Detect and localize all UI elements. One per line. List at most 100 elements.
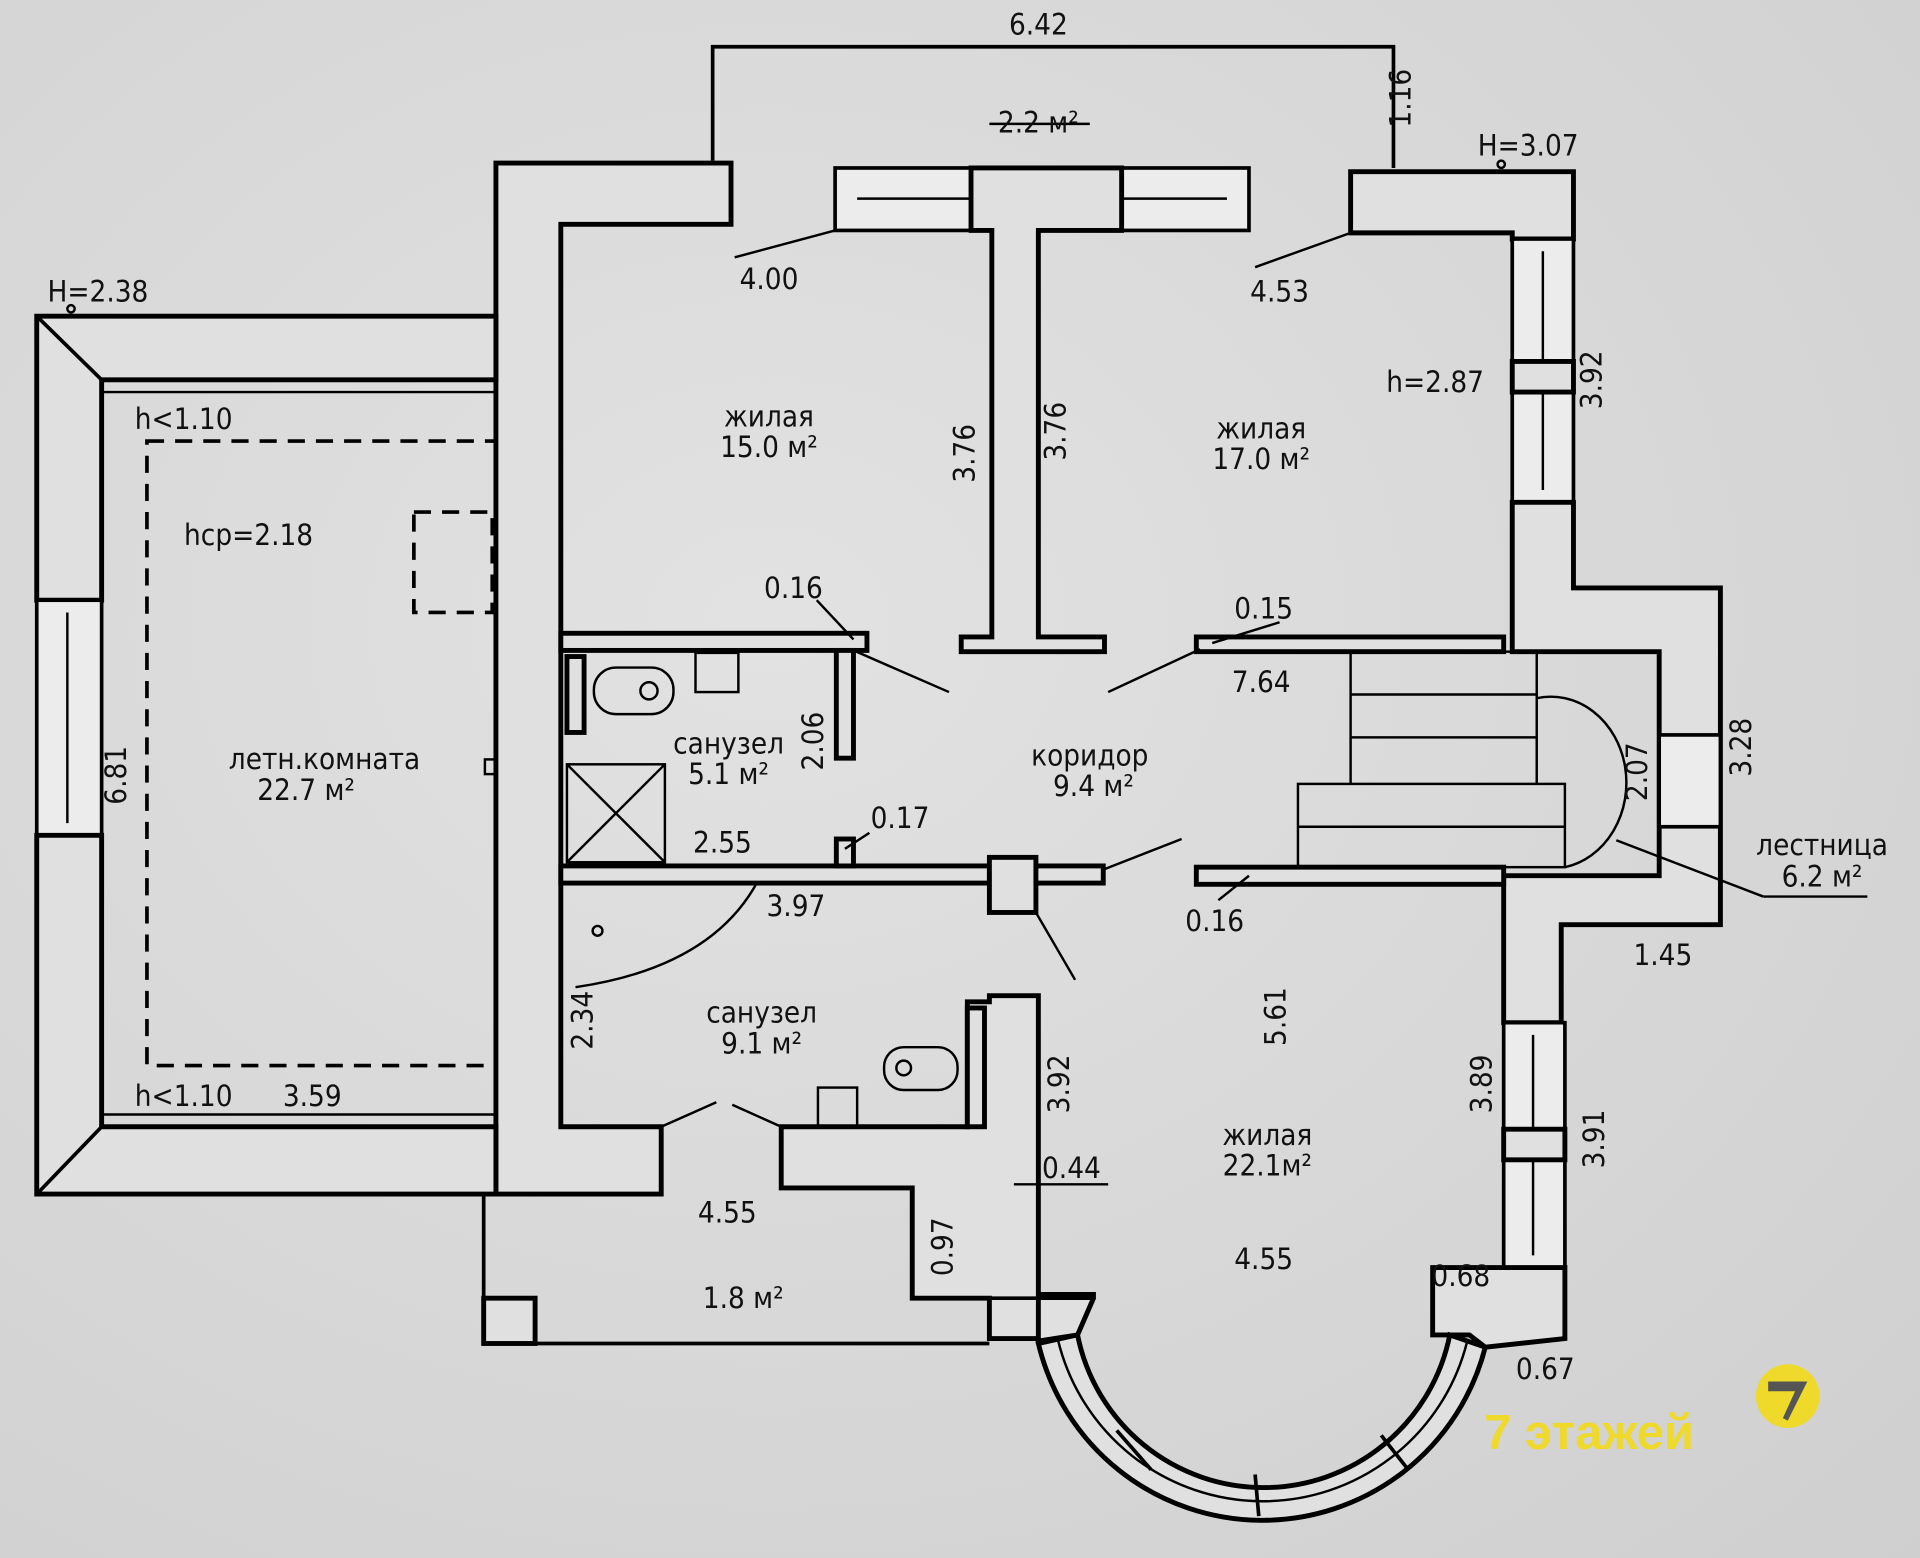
- bath2-partition: [964, 1005, 987, 1130]
- label-door-016b: 0.16: [1185, 904, 1244, 938]
- corridor-wall: [1033, 863, 1106, 886]
- vent: [483, 758, 498, 776]
- label-summer-h-avg: hср=2.18: [184, 518, 313, 552]
- watermark-logo: [1755, 1364, 1820, 1428]
- toilet-bowl: [639, 681, 659, 701]
- window-summer: [34, 598, 104, 838]
- label-bath1-depth: 2.06: [796, 712, 830, 771]
- toilet-icon: [592, 666, 675, 716]
- drain-icon: [591, 924, 604, 937]
- label-summer-h-bottom: h<1.10: [135, 1079, 233, 1113]
- label-room3-outer: 3.91: [1577, 1110, 1611, 1169]
- door-swing: [1102, 837, 1183, 871]
- leader: [1211, 621, 1280, 645]
- label-stair-width: 2.07: [1620, 742, 1654, 801]
- label-bay-067: 0.67: [1516, 1352, 1575, 1386]
- label-bath2-depth: 2.34: [566, 991, 600, 1050]
- wall-017: [833, 836, 856, 869]
- bath1-right-wall: [833, 647, 856, 761]
- label-bath2-name: санузел: [706, 996, 817, 1030]
- hatch-outline: [412, 510, 495, 615]
- label-door-015: 0.15: [1234, 592, 1293, 626]
- summer-room-wall-bottom: [34, 832, 499, 1197]
- label-room3-left: 3.92: [1042, 1054, 1076, 1113]
- sink-icon: [816, 1086, 859, 1128]
- label-bath1-area: 5.1 м²: [688, 757, 769, 791]
- door-swing: [852, 649, 950, 694]
- bay-mullion: [1253, 1474, 1261, 1517]
- bay-mullion: [1379, 1434, 1410, 1471]
- column: [986, 854, 1039, 915]
- bath1-left-wall: [564, 654, 587, 735]
- label-balcony-bottom-area: 1.8 м²: [703, 1281, 784, 1315]
- label-balcony-bottom-width: 4.55: [698, 1195, 757, 1229]
- label-stair-name: лестница: [1756, 828, 1888, 862]
- label-summer-depth: 6.81: [99, 746, 133, 805]
- leader: [1254, 231, 1352, 269]
- label-stair-area: 6.2 м²: [1782, 860, 1863, 894]
- label-corridor-length: 7.64: [1232, 665, 1291, 699]
- label-bath2-width: 3.97: [767, 889, 826, 923]
- door-swing: [1107, 648, 1201, 694]
- leader: [815, 599, 855, 641]
- low-ceiling-boundary: [145, 439, 498, 1068]
- label-wall-044: 0.44: [1042, 1151, 1101, 1185]
- height-mark: [1496, 159, 1507, 170]
- toilet-icon: [882, 1045, 959, 1092]
- label-summer-width: 3.59: [283, 1079, 342, 1113]
- label-room2-height: h=2.87: [1386, 365, 1484, 399]
- label-bath1-width: 2.55: [693, 825, 752, 859]
- label-corridor-name: коридор: [1031, 739, 1148, 773]
- label-summer-h-top: h<1.10: [135, 402, 233, 436]
- top-balcony-outline: [710, 44, 1396, 168]
- label-room2-depth: 3.76: [1038, 402, 1072, 461]
- label-stair-outer: 3.28: [1724, 718, 1758, 777]
- balcony-post: [481, 1295, 538, 1346]
- label-bay-068: 0.68: [1431, 1259, 1490, 1293]
- label-room1-name: жилая: [724, 399, 814, 433]
- leader: [844, 831, 871, 850]
- window-mullion: [1509, 358, 1576, 395]
- summer-room-wall: [34, 313, 499, 603]
- label-room1-width: 4.00: [740, 262, 799, 296]
- label-balcony-top-width: 6.42: [1009, 8, 1068, 42]
- sink-icon: [694, 651, 740, 694]
- toilet-bowl: [895, 1059, 913, 1077]
- watermark-text: 7 этажей: [1484, 1406, 1694, 1460]
- shower-diagonal: [566, 763, 666, 864]
- label-room2-width: 4.53: [1250, 274, 1309, 308]
- door-swing: [575, 882, 758, 989]
- height-mark: [66, 303, 76, 314]
- bay-mullion: [1115, 1429, 1153, 1471]
- leader: [734, 229, 836, 259]
- label-wall-017: 0.17: [871, 801, 930, 835]
- label-summer-name: летн.комната: [229, 742, 420, 776]
- partition-bedrooms: [958, 165, 1125, 655]
- label-summer-area: 22.7 м²: [257, 773, 355, 807]
- door-swing: [731, 1103, 782, 1128]
- staircase: [1296, 650, 1628, 869]
- leader: [1615, 839, 1764, 898]
- bay-window-arc: [1035, 1331, 1489, 1523]
- label-balcony-bottom-depth: 0.97: [926, 1217, 960, 1276]
- corner-line: [35, 1125, 103, 1196]
- east-wall-top: [1348, 169, 1576, 242]
- label-corridor-area: 9.4 м²: [1053, 769, 1134, 803]
- shower-tray-icon: [565, 763, 667, 864]
- label-room1-depth: 3.76: [948, 424, 982, 483]
- label-door-016a: 0.16: [764, 571, 823, 605]
- bath-corridor-wall: [558, 863, 992, 886]
- label-balcony-top-area: 2.2 м²: [998, 105, 1079, 139]
- corridor-wall-right: [1193, 634, 1507, 655]
- label-room3-name: жилая: [1222, 1118, 1312, 1152]
- label-room3-area: 22.1м²: [1223, 1149, 1312, 1183]
- label-room3-depth: 5.61: [1259, 987, 1293, 1046]
- west-wall: [493, 160, 734, 1197]
- label-bath2-area: 9.1 м²: [721, 1026, 802, 1060]
- corner-line: [35, 314, 103, 382]
- door-swing: [1034, 911, 1077, 981]
- label-room3-right: 3.89: [1464, 1054, 1498, 1113]
- label-height-left: H=2.38: [48, 274, 149, 308]
- window-mullion: [1501, 1126, 1568, 1163]
